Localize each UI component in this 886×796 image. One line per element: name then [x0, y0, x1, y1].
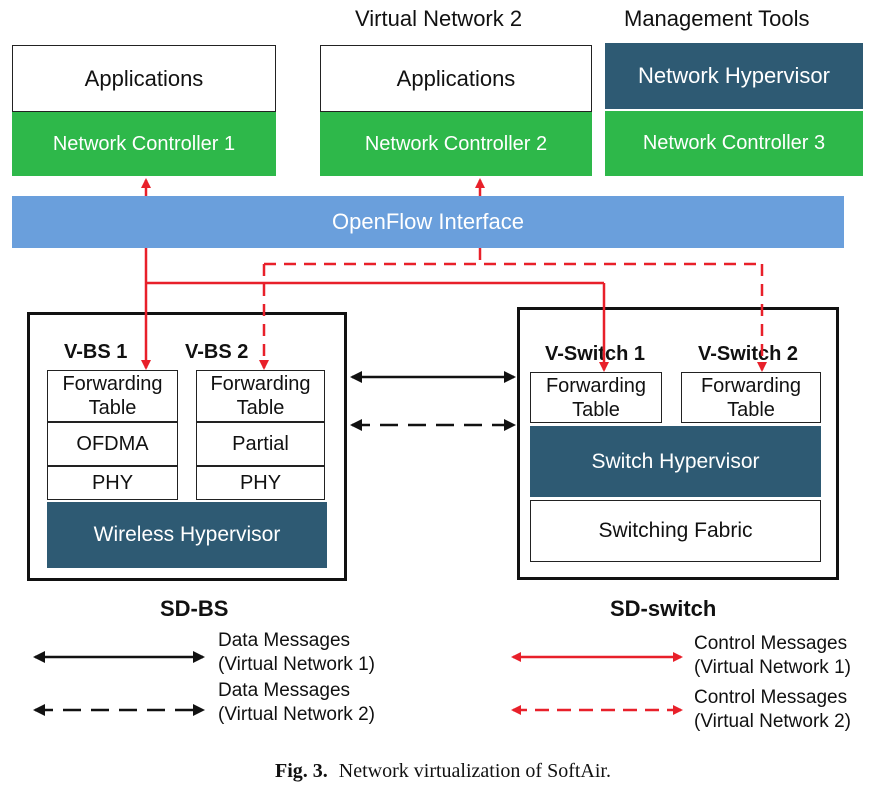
openflow-interface: OpenFlow Interface	[12, 196, 844, 248]
mgmt-title: Management Tools	[624, 6, 810, 31]
applications-box-1: Applications	[12, 45, 276, 112]
wireless-hypervisor: Wireless Hypervisor	[47, 502, 327, 568]
network-controller-2: Network Controller 2	[320, 112, 592, 176]
legend-data-1-line1: Data Messages	[218, 630, 351, 651]
legend-control-1-line1: Control Messages	[694, 633, 848, 654]
legend-data-1-line2: (Virtual Network 1)	[218, 654, 375, 675]
vbs2-phy: PHY	[196, 466, 325, 500]
legend-control-1: Control Messages (Virtual Network 1)	[694, 632, 851, 680]
legend-data-2-line1: Data Messages	[218, 680, 351, 701]
figure-caption-text: Network virtualization of SoftAir.	[338, 760, 611, 782]
legend-data-1: Data Messages (Virtual Network 1)	[218, 629, 375, 677]
network-controller-1: Network Controller 1	[12, 112, 276, 176]
legend-data-2: Data Messages (Virtual Network 2)	[218, 679, 375, 727]
sd-bs-label: SD-BS	[160, 596, 229, 621]
applications-box-2: Applications	[320, 45, 592, 112]
vbs2-title: V-BS 2	[185, 341, 249, 363]
sd-switch-label: SD-switch	[610, 596, 717, 621]
vn2-title: Virtual Network 2	[355, 6, 523, 31]
control-path-vn2	[259, 178, 767, 372]
vswitch1-forwarding-table: Forwarding Table	[530, 372, 662, 423]
legend-control-2-line2: (Virtual Network 2)	[694, 711, 851, 732]
switch-hypervisor: Switch Hypervisor	[530, 426, 821, 497]
legend-control-1-line2: (Virtual Network 1)	[694, 657, 851, 678]
switching-fabric: Switching Fabric	[530, 500, 821, 562]
vbs1-forwarding-table: Forwarding Table	[47, 370, 178, 422]
legend-control-2-line1: Control Messages	[694, 687, 848, 708]
vbs1-title: V-BS 1	[64, 341, 128, 363]
vbs1-phy: PHY	[47, 466, 178, 500]
vbs2-partial: Partial	[196, 422, 325, 466]
vswitch1-title: V-Switch 1	[545, 343, 646, 365]
vbs2-forwarding-table: Forwarding Table	[196, 370, 325, 422]
legend-data-2-line2: (Virtual Network 2)	[218, 704, 375, 725]
network-hypervisor: Network Hypervisor	[605, 43, 863, 109]
network-controller-3: Network Controller 3	[605, 111, 863, 176]
legend-control-2: Control Messages (Virtual Network 2)	[694, 686, 851, 734]
vswitch2-forwarding-table: Forwarding Table	[681, 372, 821, 423]
vswitch2-title: V-Switch 2	[698, 343, 799, 365]
figure-caption-label: Fig. 3.	[275, 760, 328, 782]
control-path-vn1	[141, 178, 609, 372]
figure-caption: Fig. 3. Network virtualization of SoftAi…	[0, 760, 886, 783]
vbs1-ofdma: OFDMA	[47, 422, 178, 466]
